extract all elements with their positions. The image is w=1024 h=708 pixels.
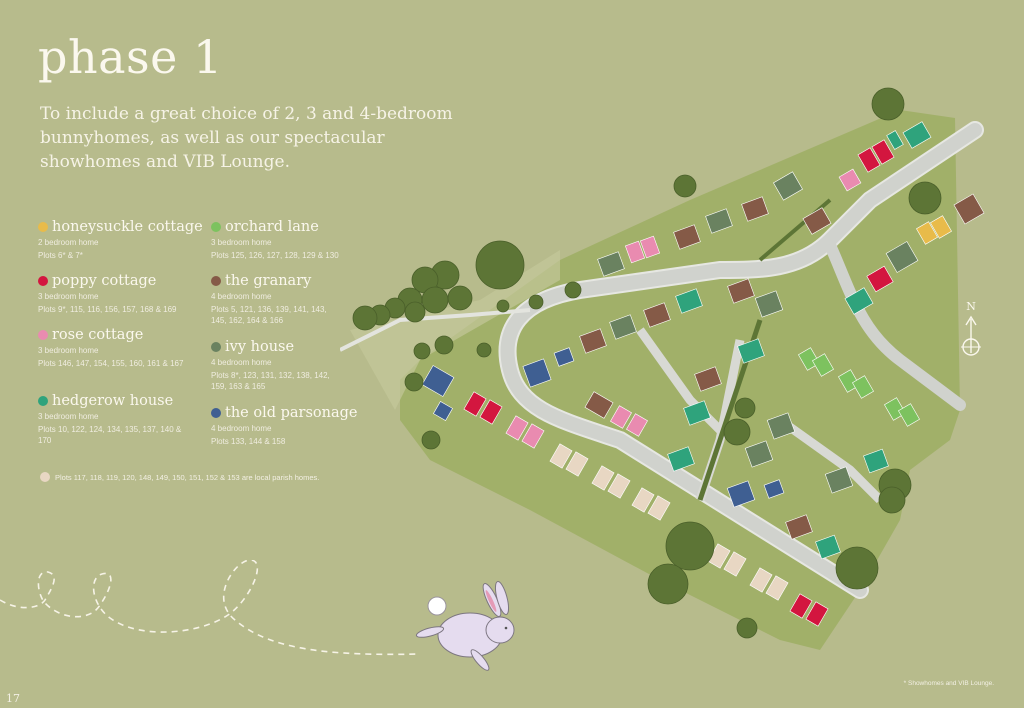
legend-ivy-house: ivy house 4 bedroom home Plots 8*, 123, … — [211, 339, 336, 392]
legend-bedrooms: 3 bedroom home — [38, 346, 99, 355]
honeysuckle-dot-icon — [38, 222, 48, 232]
intro-text: To include a great choice of 2, 3 and 4-… — [40, 104, 453, 172]
legend-rose-cottage: rose cottage 3 bedroom home Plots 146, 1… — [38, 327, 188, 369]
ivy-dot-icon — [211, 342, 221, 352]
footnote: * Showhomes and VIB Lounge. — [903, 680, 994, 687]
legend-orchard-lane: orchard lane 3 bedroom home Plots 125, 1… — [211, 219, 386, 261]
legend-plots: Plots 9*, 115, 116, 156, 157, 168 & 169 — [38, 305, 177, 314]
parish-note-text: Plots 117, 118, 119, 120, 148, 149, 150,… — [55, 472, 320, 482]
legend-plots: Plots 133, 144 & 158 — [211, 437, 286, 446]
page-number: 17 — [6, 692, 20, 705]
legend-name: ivy house — [225, 339, 295, 355]
legend-bedrooms: 2 bedroom home — [38, 238, 99, 247]
legend-plots: Plots 8*, 123, 131, 132, 138, 142, 159, … — [211, 371, 330, 391]
orchard-dot-icon — [211, 222, 221, 232]
rose-dot-icon — [38, 330, 48, 340]
granary-dot-icon — [211, 276, 221, 286]
legend-bedrooms: 3 bedroom home — [211, 238, 272, 247]
east-road — [824, 239, 966, 411]
trees — [352, 87, 942, 639]
poppy-dot-icon — [38, 276, 48, 286]
house-plots — [421, 121, 985, 627]
legend-plots: Plots 125, 126, 127, 128, 129 & 130 — [211, 251, 339, 260]
legend-poppy-cottage: poppy cottage 3 bedroom home Plots 9*, 1… — [38, 273, 213, 315]
bunny-illustration — [415, 581, 515, 671]
legend-plots: Plots 5, 121, 136, 139, 141, 143, 145, 1… — [211, 305, 327, 325]
legend-bedrooms: 4 bedroom home — [211, 358, 272, 367]
legend-bedrooms: 4 bedroom home — [211, 292, 272, 301]
legend-the-granary: the granary 4 bedroom home Plots 5, 121,… — [211, 273, 331, 326]
page-title: phase 1 — [38, 30, 223, 84]
north-compass: N — [958, 300, 984, 364]
hedgerow-dot-icon — [38, 396, 48, 406]
legend-plots: Plots 10, 122, 124, 134, 135, 137, 140 &… — [38, 425, 182, 445]
legend-plots: Plots 146, 147, 154, 155, 160, 161 & 167 — [38, 359, 184, 368]
legend-name: the old parsonage — [225, 405, 358, 421]
parish-homes-note: Plots 117, 118, 119, 120, 148, 149, 150,… — [40, 472, 319, 482]
legend-plots: Plots 6* & 7* — [38, 251, 83, 260]
site-plan-map — [340, 87, 985, 650]
legend-bedrooms: 4 bedroom home — [211, 424, 272, 433]
footpath — [340, 308, 531, 352]
compass-north-label: N — [966, 300, 976, 313]
legend-name: orchard lane — [225, 219, 319, 235]
legend-name: rose cottage — [52, 327, 144, 343]
legend-name: hedgerow house — [52, 393, 174, 409]
legend-hedgerow-house: hedgerow house 3 bedroom home Plots 10, … — [38, 393, 188, 446]
legend-name: the granary — [225, 273, 312, 289]
legend-bedrooms: 3 bedroom home — [38, 292, 99, 301]
legend-bedrooms: 3 bedroom home — [38, 412, 99, 421]
parsonage-dot-icon — [211, 408, 221, 418]
compass-arrow-icon — [961, 315, 981, 356]
bunny-trail-decoration — [0, 560, 515, 671]
legend-name: honeysuckle cottage — [52, 219, 203, 235]
legend-the-old-parsonage: the old parsonage 4 bedroom home Plots 1… — [211, 405, 386, 447]
legend-name: poppy cottage — [52, 273, 157, 289]
parish-dot-icon — [40, 472, 50, 482]
legend-honeysuckle-cottage: honeysuckle cottage 2 bedroom home Plots… — [38, 219, 213, 261]
